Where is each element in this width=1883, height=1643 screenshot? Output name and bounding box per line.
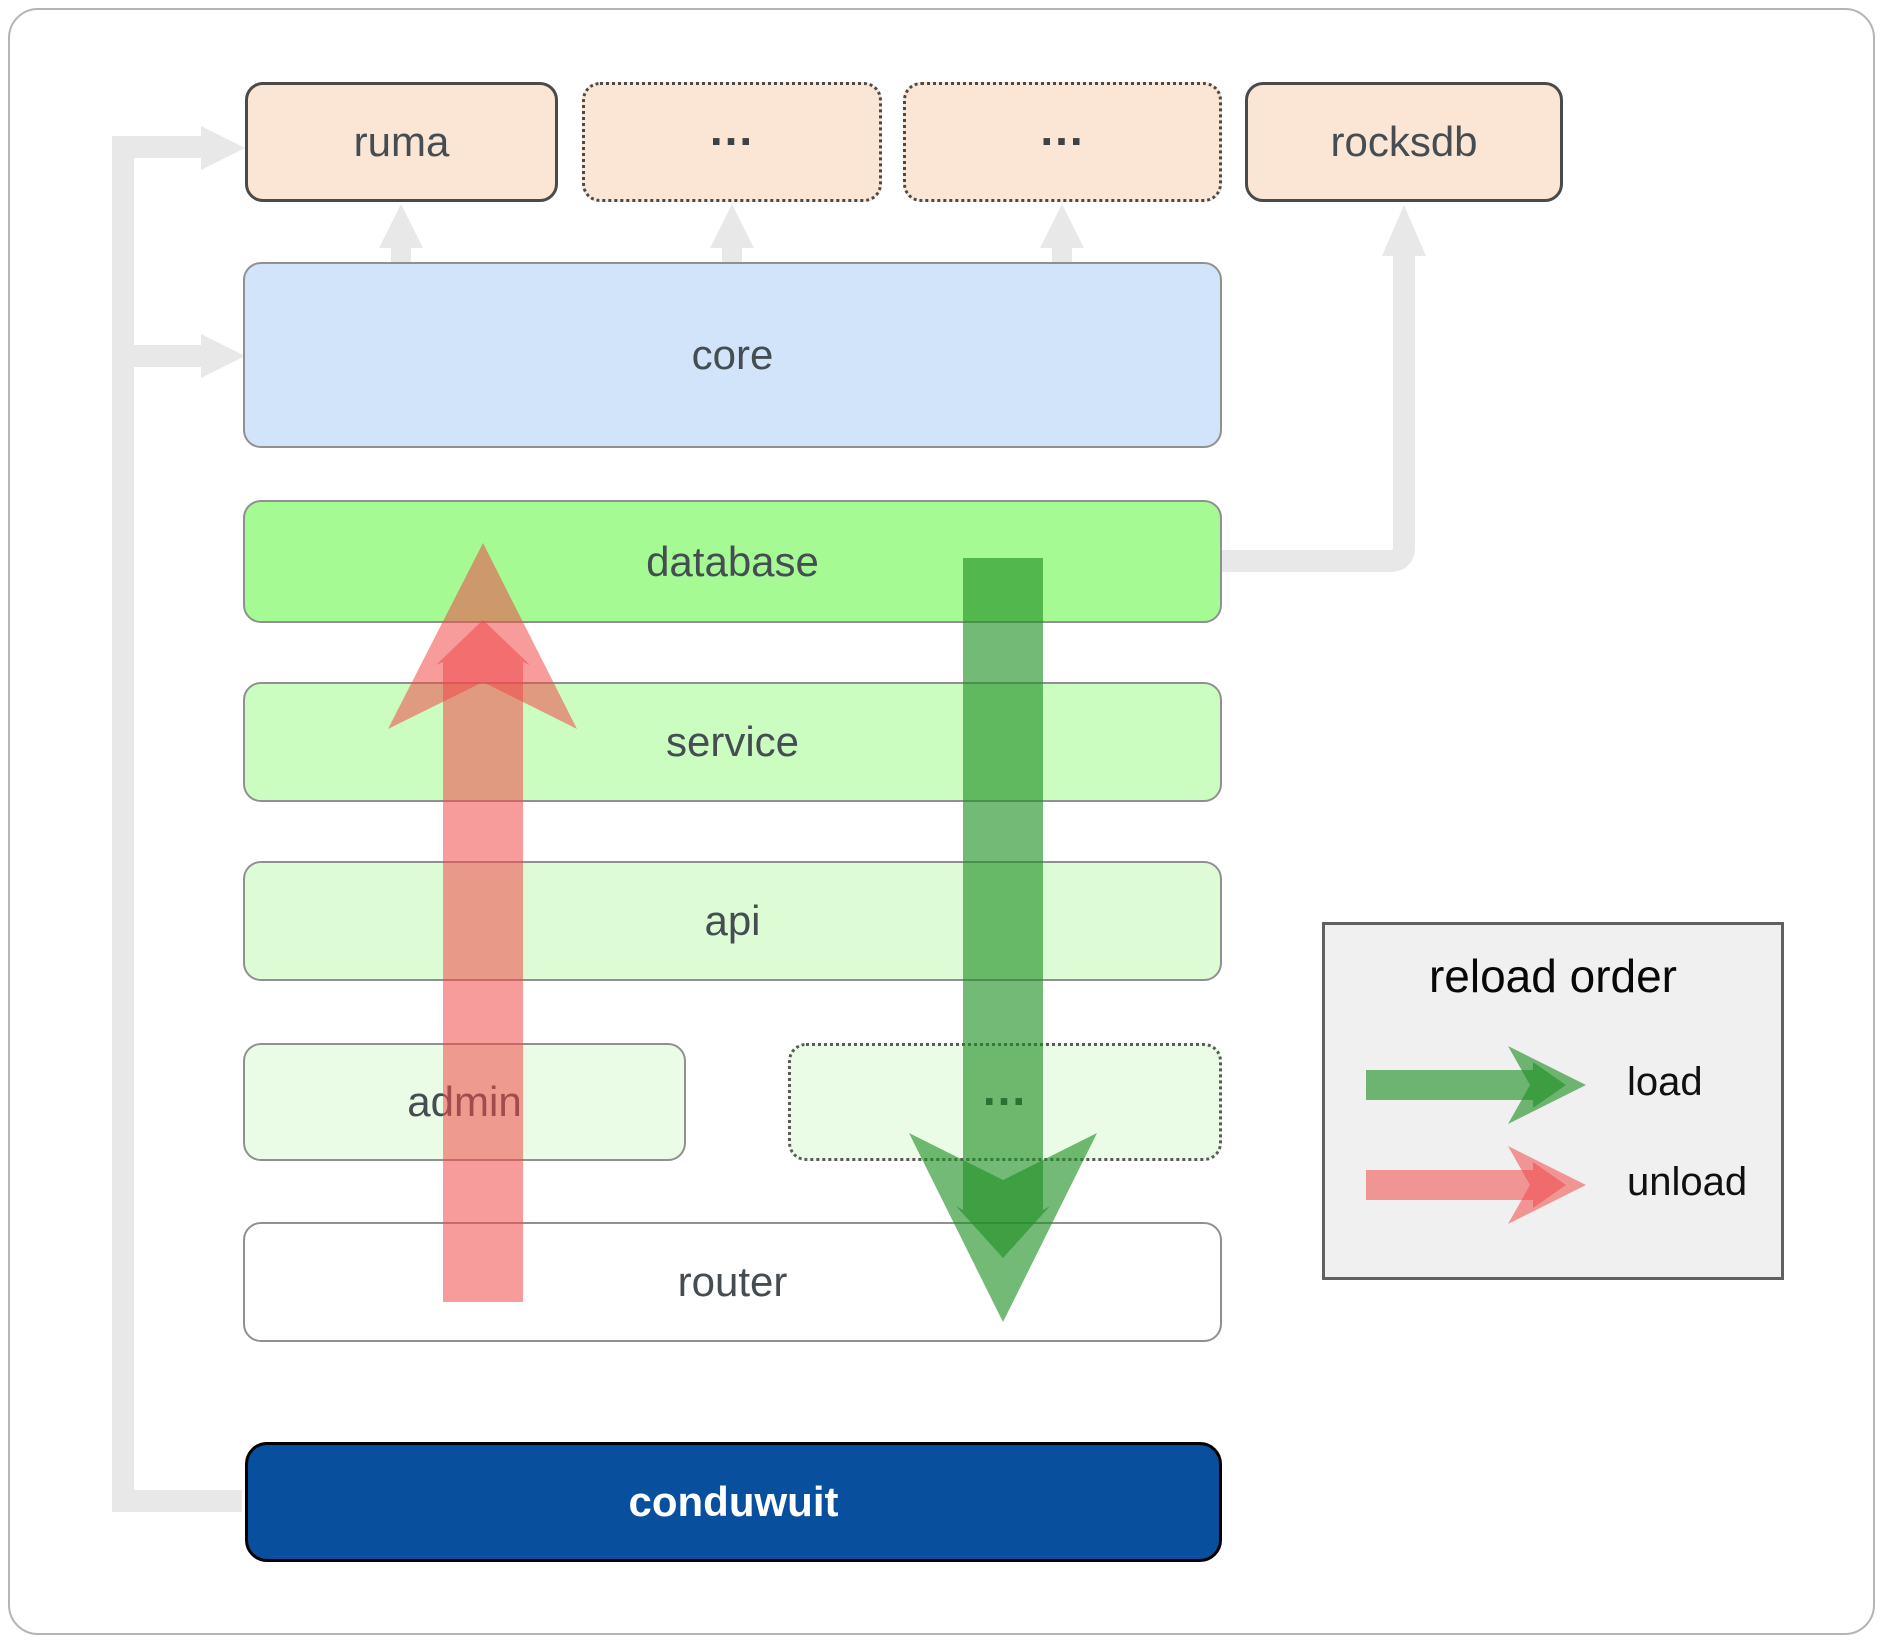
node-core: core [243, 262, 1222, 448]
legend-title: reload order [1428, 950, 1678, 1002]
legend: reload order load unload [1322, 922, 1784, 1280]
node-api: api [243, 861, 1222, 981]
node-router-label: router [677, 1258, 788, 1305]
node-core-label: core [691, 331, 774, 378]
node-rocksdb-label: rocksdb [1330, 118, 1478, 165]
node-ruma-label: ruma [353, 118, 450, 165]
node-service-ellipsis: ... [788, 1043, 1222, 1161]
legend-load-arrow-head [1508, 1046, 1586, 1124]
node-database-label: database [646, 537, 819, 585]
node-conduwuit: conduwuit [245, 1442, 1222, 1562]
legend-load-label: load [1627, 1059, 1703, 1104]
legend-unload-arrow-shaft [1366, 1162, 1566, 1208]
node-service: service [243, 682, 1222, 802]
node-api-label: api [704, 897, 761, 944]
node-database: database [243, 500, 1222, 623]
diagram-frame [8, 8, 1875, 1635]
legend-load-arrow-shaft [1366, 1062, 1566, 1108]
legend-arrows [1366, 1046, 1586, 1224]
node-dependency-ellipsis-1-label: ... [709, 103, 755, 156]
node-service-label: service [665, 718, 800, 765]
node-conduwuit-label: conduwuit [628, 1478, 839, 1525]
legend-unload-label: unload [1627, 1159, 1748, 1204]
node-ruma: ruma [245, 82, 558, 202]
legend-unload-arrow-head [1508, 1146, 1586, 1224]
node-router: router [243, 1222, 1222, 1342]
node-dependency-ellipsis-2-label: ... [1040, 103, 1085, 156]
node-rocksdb: rocksdb [1245, 82, 1563, 202]
node-dependency-ellipsis-2: ... [903, 82, 1222, 202]
node-dependency-ellipsis-1: ... [582, 82, 882, 202]
node-admin: admin [243, 1043, 686, 1161]
node-admin-label: admin [407, 1078, 522, 1125]
node-service-ellipsis-label: ... [982, 1063, 1028, 1116]
